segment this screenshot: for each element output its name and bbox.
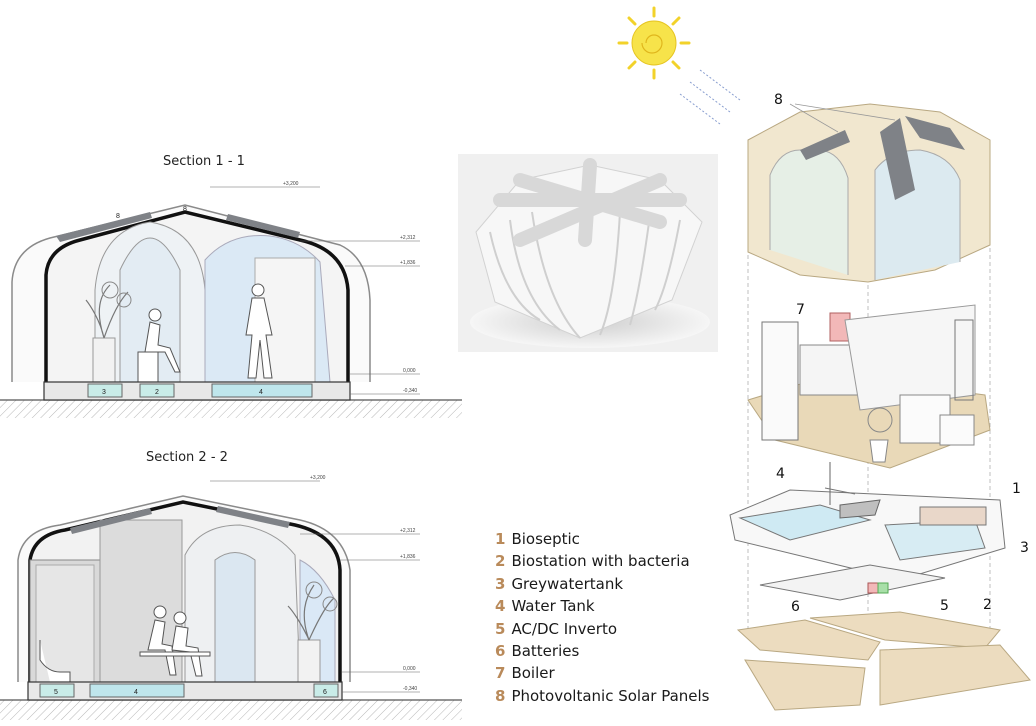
callout-5: 5 [940, 598, 949, 614]
solar-panel [880, 118, 915, 200]
ladder [954, 319, 974, 401]
plant [867, 407, 893, 463]
level-label: +1,836 [400, 260, 416, 266]
level-label: +3,200 [310, 475, 326, 481]
floor-cell-bg [139, 383, 175, 398]
solar-panel-right [216, 506, 290, 528]
equipment-tray [759, 564, 946, 601]
level-label: -0,340 [403, 388, 417, 394]
seated-people [139, 605, 211, 677]
floor-cell-label: 5 [54, 689, 58, 696]
shower-panel [35, 564, 95, 683]
roof-render [458, 154, 718, 352]
floor-cell-bg [89, 683, 185, 698]
shell-ribs [489, 211, 681, 339]
bed-platform [844, 304, 976, 411]
floor-cell-label: 4 [134, 689, 138, 696]
solar-panel [800, 130, 850, 160]
base-tile [744, 659, 866, 711]
level-label: 0,000 [403, 666, 416, 672]
bioseptic [919, 506, 987, 526]
roof-cross-strips [493, 158, 687, 247]
arch-window [214, 552, 256, 682]
biostation [839, 499, 881, 519]
water-tank [738, 504, 872, 541]
solar-panel-right [226, 214, 300, 238]
floor-cell-bg [87, 383, 123, 398]
level-markers [210, 480, 420, 693]
bench [939, 414, 975, 446]
leader-lines [789, 103, 896, 133]
section-1-levels: +3,200 +2,312 +1,836 0,000 -0,340 8 8 3 … [102, 181, 417, 396]
callout-8: 8 [774, 92, 783, 108]
exploded-axonometric [729, 103, 1031, 711]
base-tile [879, 644, 1031, 706]
solar-panel [905, 116, 965, 150]
seated-person [137, 308, 181, 383]
section-1-title: Section 1 - 1 [163, 154, 245, 169]
level-label: +2,312 [400, 235, 416, 241]
standing-person [245, 283, 273, 379]
callout-7: 7 [796, 302, 805, 318]
floor-cell-label: 6 [323, 689, 327, 696]
callout-6: 6 [791, 599, 800, 615]
section-2-title: Section 2 - 2 [146, 450, 228, 465]
ac-dc-inverter [867, 582, 879, 594]
floor-cell-bg [313, 683, 339, 698]
callout-2: 2 [983, 597, 992, 613]
level-label: +3,200 [283, 181, 299, 187]
kitchen-counter [799, 344, 861, 396]
floor-cell-bg [39, 683, 75, 698]
shell-opening [874, 149, 961, 280]
pipe [824, 487, 856, 495]
level-markers [210, 186, 420, 395]
sun-rays [679, 69, 741, 125]
level-label: -0,340 [403, 686, 417, 692]
roof-label: 8 [116, 213, 120, 220]
base-tile [736, 619, 881, 661]
level-label: +1,836 [400, 554, 416, 560]
roof-label: 8 [183, 206, 187, 213]
shell-body [475, 164, 703, 339]
toilet [39, 640, 71, 683]
solar-panel-left [70, 508, 152, 534]
section-1-drawing [0, 186, 462, 418]
level-label: 0,000 [403, 368, 416, 374]
floor-cell-label: 4 [259, 389, 263, 396]
callout-3: 3 [1020, 540, 1029, 556]
base-tile [809, 611, 1001, 649]
arch-window [119, 237, 181, 382]
section-2-levels: +3,200 +2,312 +1,836 0,000 -0,340 5 4 6 [54, 475, 417, 696]
callout-4: 4 [776, 466, 785, 482]
sun-icon [617, 6, 741, 125]
floor-base [27, 681, 343, 701]
kitchen-column [761, 321, 799, 441]
floor-cell-bg [211, 383, 313, 398]
level-label: +2,312 [400, 528, 416, 534]
ground-hatch [0, 700, 462, 720]
section-2-drawing [0, 480, 462, 720]
ground-hatch [0, 400, 462, 418]
solar-panel-left [56, 212, 152, 242]
floor-cell-label: 2 [155, 389, 159, 396]
callout-1: 1 [1012, 481, 1021, 497]
explode-guides [747, 248, 991, 640]
batteries [877, 582, 889, 594]
plant [85, 281, 132, 383]
floor-cell-label: 3 [102, 389, 106, 396]
